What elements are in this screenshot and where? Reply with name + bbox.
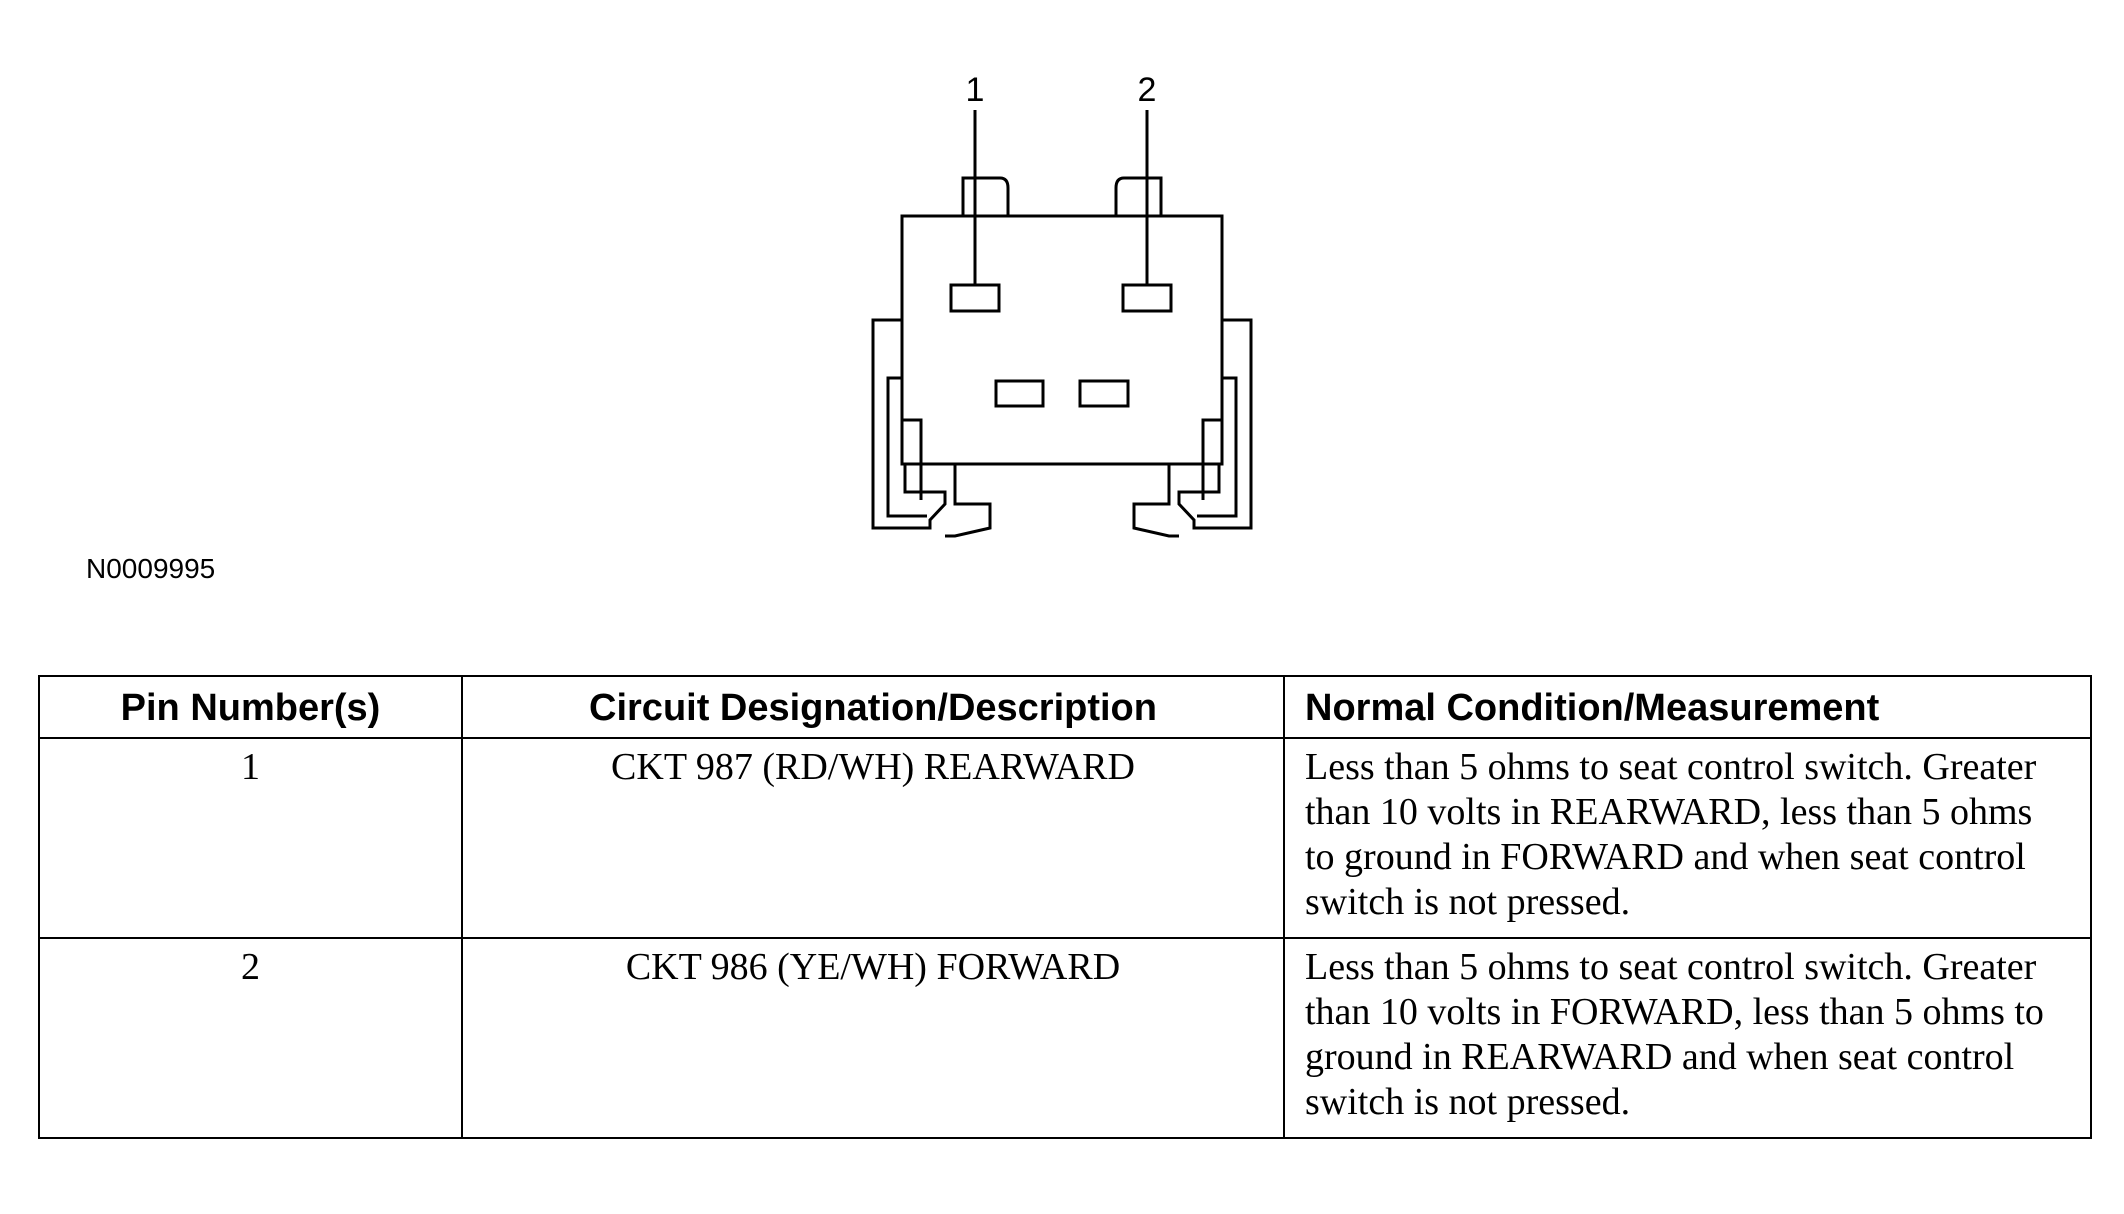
- table-header-row: Pin Number(s) Circuit Designation/Descri…: [38, 675, 2092, 739]
- side-lock-clip-left: [902, 418, 923, 500]
- bottom-foot-right: [1132, 464, 1179, 538]
- circuit-description-cell: CKT 987 (RD/WH) REARWARD: [461, 737, 1285, 939]
- pin-label-2: 2: [1138, 71, 1157, 109]
- header-pin-numbers: Pin Number(s): [38, 675, 463, 739]
- connector-face-diagram: 1 2: [871, 71, 1253, 538]
- condition-measurement-cell: Less than 5 ohms to seat control switch.…: [1283, 737, 2092, 939]
- circuit-description-cell: CKT 986 (YE/WH) FORWARD: [461, 937, 1285, 1139]
- table-row: 2 CKT 986 (YE/WH) FORWARD Less than 5 oh…: [38, 937, 2092, 1139]
- table-row: 1 CKT 987 (RD/WH) REARWARD Less than 5 o…: [38, 737, 2092, 939]
- side-lock-inner-right: [1197, 376, 1238, 518]
- pin-cavity-2: [1121, 283, 1173, 313]
- side-lock-clip-right: [1201, 418, 1222, 500]
- figure-id: N0009995: [86, 553, 216, 584]
- pin-cavity-unused-right: [1078, 379, 1130, 408]
- header-circuit-designation: Circuit Designation/Description: [461, 675, 1285, 739]
- pin-label-1: 1: [966, 71, 985, 109]
- side-lock-arm-left: [871, 318, 947, 530]
- header-normal-condition: Normal Condition/Measurement: [1283, 675, 2092, 739]
- side-lock-inner-left: [886, 376, 927, 518]
- pin-cavity-unused-left: [994, 379, 1045, 408]
- pin-chart-table: Pin Number(s) Circuit Designation/Descri…: [38, 675, 2092, 1139]
- connector-housing: [900, 214, 1224, 466]
- latch-tab-right: [1114, 176, 1163, 216]
- pin-number-cell: 2: [38, 937, 463, 1139]
- bottom-foot-left: [945, 464, 992, 538]
- pin-cavity-1: [949, 283, 1001, 313]
- side-lock-arm-right: [1177, 318, 1253, 530]
- latch-tab-left: [961, 176, 1010, 216]
- condition-measurement-cell: Less than 5 ohms to seat control switch.…: [1283, 937, 2092, 1139]
- pin-number-cell: 1: [38, 737, 463, 939]
